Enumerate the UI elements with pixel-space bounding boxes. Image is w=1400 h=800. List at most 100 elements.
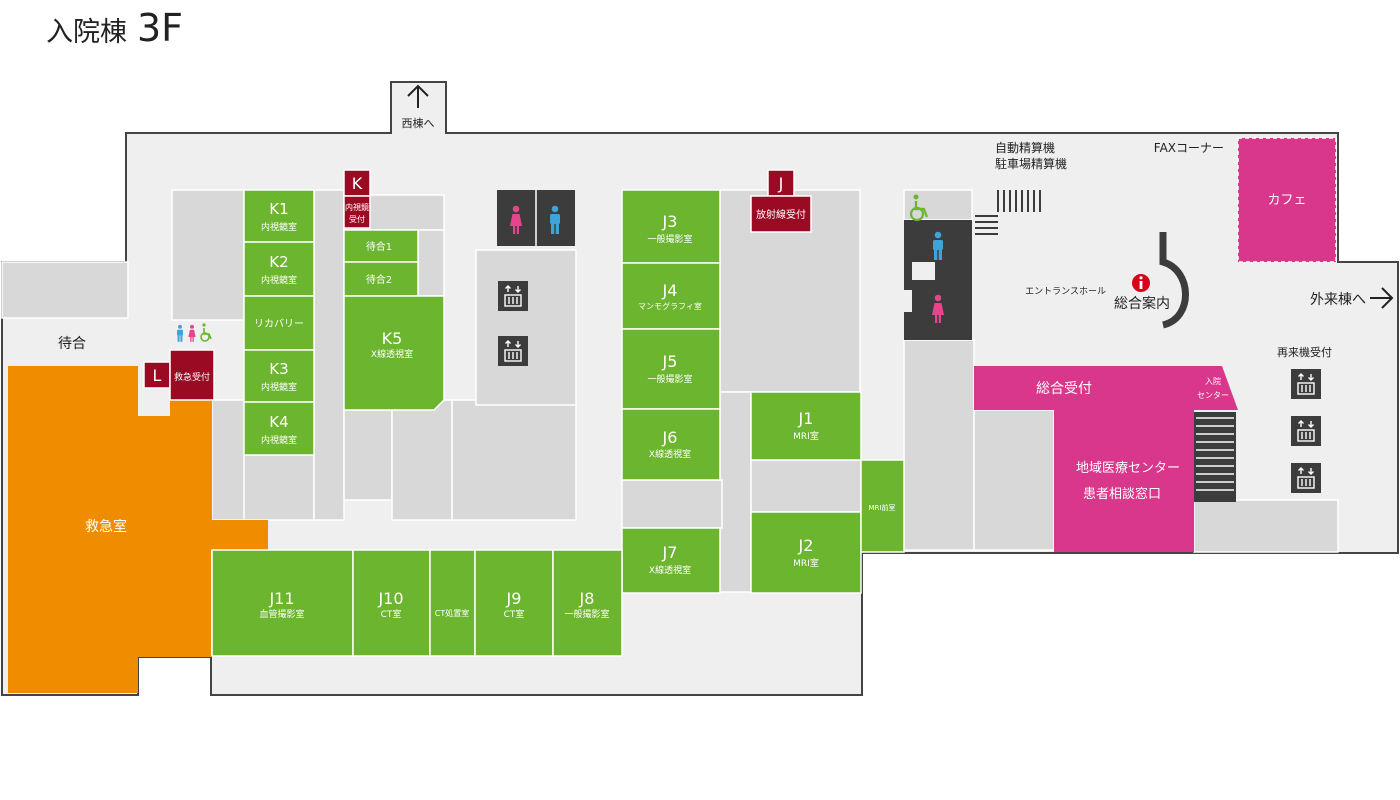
room-k2[interactable] [243,241,315,297]
room-cafe-name: カフェ [1267,193,1306,208]
stairs [975,190,1236,502]
auto-pay-label: 自動精算機 [995,140,1055,155]
info-desk[interactable] [1159,232,1189,329]
room-cafe[interactable] [1237,137,1337,263]
room-k5-name: X線透視室 [371,348,413,360]
room-j7-code: J7 [662,543,678,562]
room-general-reception-name: 総合受付 [1036,381,1092,397]
room-j4[interactable] [621,262,721,330]
room-regional-line1: 地域医療センター [1076,461,1180,476]
room-j6-code: J6 [662,428,678,447]
marker-j-letter: J [778,174,784,193]
room-j6-name: X線透視室 [649,448,691,460]
room-regional-line2: 患者相談窓口 [1083,486,1161,502]
arrow-up-icon[interactable] [407,84,429,108]
marker-l-letter: L [153,366,162,385]
room-j11-name: 血管撮影室 [259,608,304,620]
room-j3-name: 一般撮影室 [647,233,692,245]
info-label: 総合案内 [1114,295,1170,312]
room-k4-code: K4 [269,413,288,431]
room-j8-name: 一般撮影室 [564,608,609,620]
waiting-label: 待合 [58,336,86,352]
room-j8[interactable] [552,549,623,657]
toilet-sign-small [177,323,212,342]
green-rooms [211,189,905,657]
room-j7[interactable] [621,527,721,594]
elevator-icon [1290,368,1322,400]
room-mri-front[interactable] [860,459,905,553]
room-k1-name: 内視鏡室 [261,221,297,233]
room-k2-name: 内視鏡室 [261,274,297,286]
entrance-hall-label: エントランスホール [1025,286,1106,297]
room-emergency[interactable] [8,366,268,693]
room-ct-treat-name: CT処置室 [435,608,469,618]
room-j9[interactable] [474,549,554,657]
room-k5[interactable] [343,295,445,411]
room-j1[interactable] [750,391,862,461]
room-j10-name: CT室 [381,608,402,620]
room-j10[interactable] [352,549,431,657]
room-k2-code: K2 [269,253,288,271]
marker-j-label: 放射線受付 [756,208,806,221]
room-k1[interactable] [243,189,315,243]
elevator-icon [1290,415,1322,447]
elevator-icon [497,335,529,367]
room-j11[interactable] [211,549,354,657]
marker-l-label: 救急受付 [174,371,210,383]
room-k3-code: K3 [269,360,288,378]
outpatient-direction-label[interactable]: 外来棟へ [1310,292,1366,308]
room-j1-name: MRI室 [793,430,819,442]
room-wait2-name: 待合2 [366,273,392,286]
room-recovery[interactable] [243,295,315,351]
service-areas [1,189,1339,593]
room-mri-front-name: MRI前室 [869,503,896,512]
room-admission-line1: 入院 [1205,376,1221,386]
page-title: 入院棟 3F [46,6,183,50]
room-j3[interactable] [621,189,721,264]
room-k4-name: 内視鏡室 [261,434,297,446]
room-admission-line2: センター [1197,391,1229,400]
room-j11-code: J11 [268,589,294,608]
wheelchair-icon [909,194,929,222]
room-recovery-name: リカバリー [254,318,304,330]
room-j5-name: 一般撮影室 [647,373,692,385]
marker-l[interactable] [143,349,215,401]
room-k4[interactable] [243,401,315,456]
room-j2-code: J2 [798,536,814,555]
room-j6[interactable] [621,408,721,481]
floor-number: 3F [137,6,184,50]
room-admission[interactable] [1194,366,1238,410]
room-j3-code: J3 [662,212,678,231]
wheelchair-icon [200,323,212,342]
marker-k-label2: 受付 [349,214,365,224]
room-j5[interactable] [621,328,721,410]
marker-j[interactable] [750,169,812,233]
marker-k-label1: 内視鏡 [345,202,369,212]
room-wait1-name: 待合1 [366,240,392,253]
marker-k[interactable] [343,169,371,229]
elevator-icon [1290,462,1322,494]
room-general-reception[interactable] [974,366,1156,410]
room-j4-code: J4 [662,281,678,300]
room-k1-code: K1 [269,200,288,218]
room-j9-name: CT室 [504,608,525,620]
elevator-icon [497,280,529,312]
west-direction-label[interactable]: 西棟へ [402,116,435,130]
parking-pay-label: 駐車場精算機 [995,156,1067,171]
room-k3[interactable] [243,349,315,403]
info-icon[interactable] [1132,274,1150,292]
marker-k-letter: K [352,174,363,193]
room-j5-code: J5 [662,352,678,371]
room-j9-code: J9 [506,589,522,608]
room-j4-name: マンモグラフィ室 [638,301,702,311]
pink-rooms [974,137,1337,552]
room-j10-code: J10 [377,589,403,608]
fax-label: FAXコーナー [1154,141,1224,155]
room-regional[interactable] [1054,366,1194,552]
arrow-right-icon[interactable] [1370,287,1394,309]
room-ct-treat[interactable] [429,549,476,657]
room-j7-name: X線透視室 [649,564,691,576]
building-name: 入院棟 [46,17,127,48]
room-j2-name: MRI室 [793,557,819,569]
